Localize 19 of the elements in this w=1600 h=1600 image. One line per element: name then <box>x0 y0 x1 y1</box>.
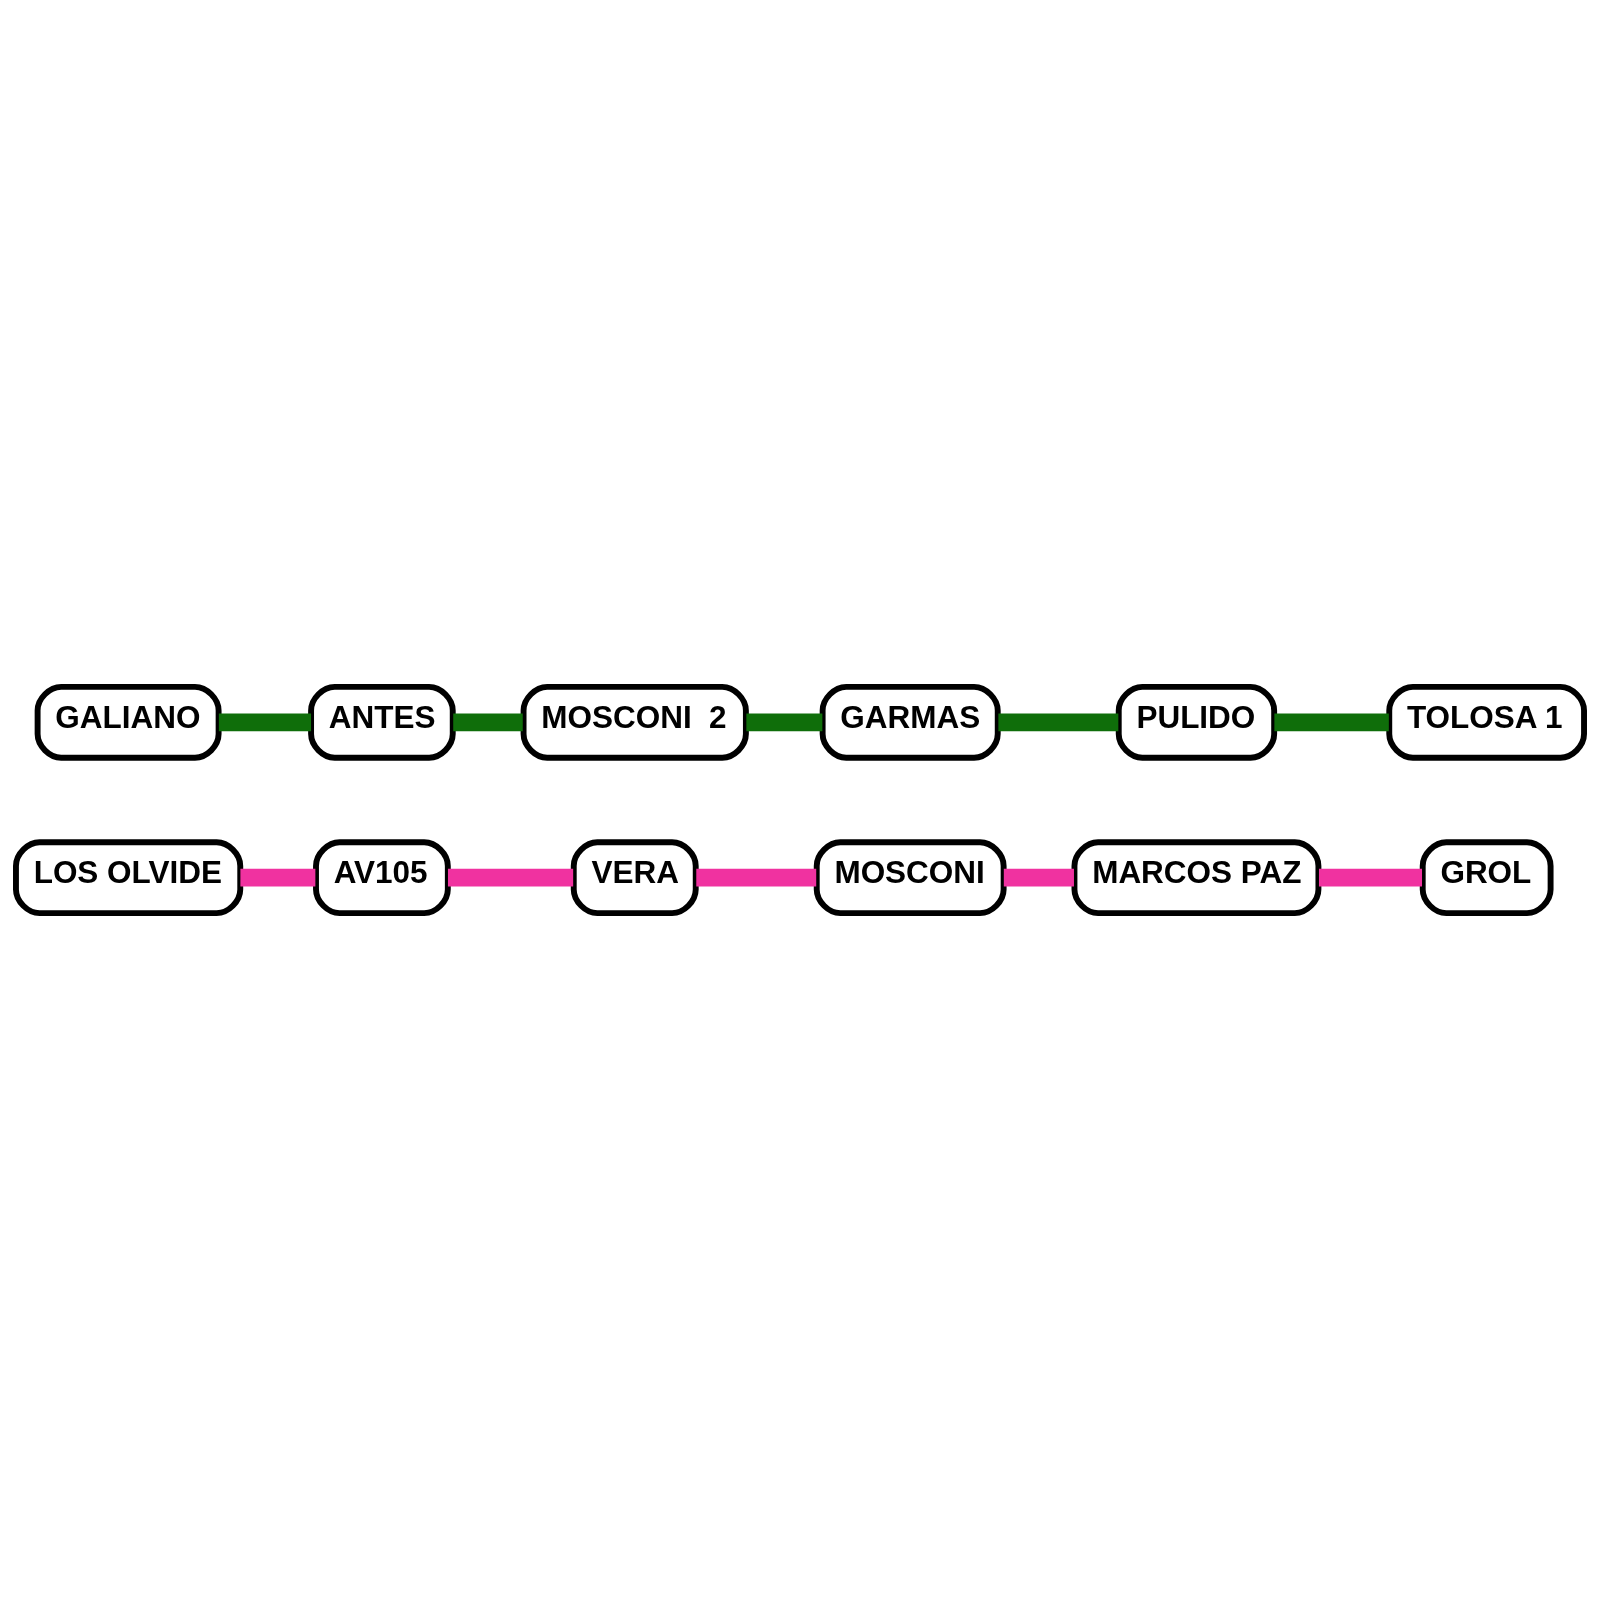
connector <box>696 868 817 887</box>
node-box: TOLOSA 1 <box>1386 683 1587 761</box>
node-box: GARMAS <box>819 683 1001 761</box>
connector <box>1274 713 1389 732</box>
connector <box>218 713 312 732</box>
connector <box>1319 868 1422 887</box>
node-box: MARCOS PAZ <box>1071 839 1322 917</box>
node-box: AV105 <box>313 839 451 917</box>
node-box: MOSCONI <box>813 839 1007 917</box>
node-box: GALIANO <box>34 683 222 761</box>
node-box: ANTES <box>308 683 456 761</box>
connector <box>448 868 574 887</box>
node-box: GROL <box>1419 839 1554 917</box>
connector <box>998 713 1119 732</box>
node-box: LOS OLVIDE <box>13 839 244 917</box>
node-box: PULIDO <box>1115 683 1278 761</box>
connector <box>746 713 823 732</box>
node-box: VERA <box>570 839 699 917</box>
node-box: MOSCONI 2 <box>520 683 749 761</box>
